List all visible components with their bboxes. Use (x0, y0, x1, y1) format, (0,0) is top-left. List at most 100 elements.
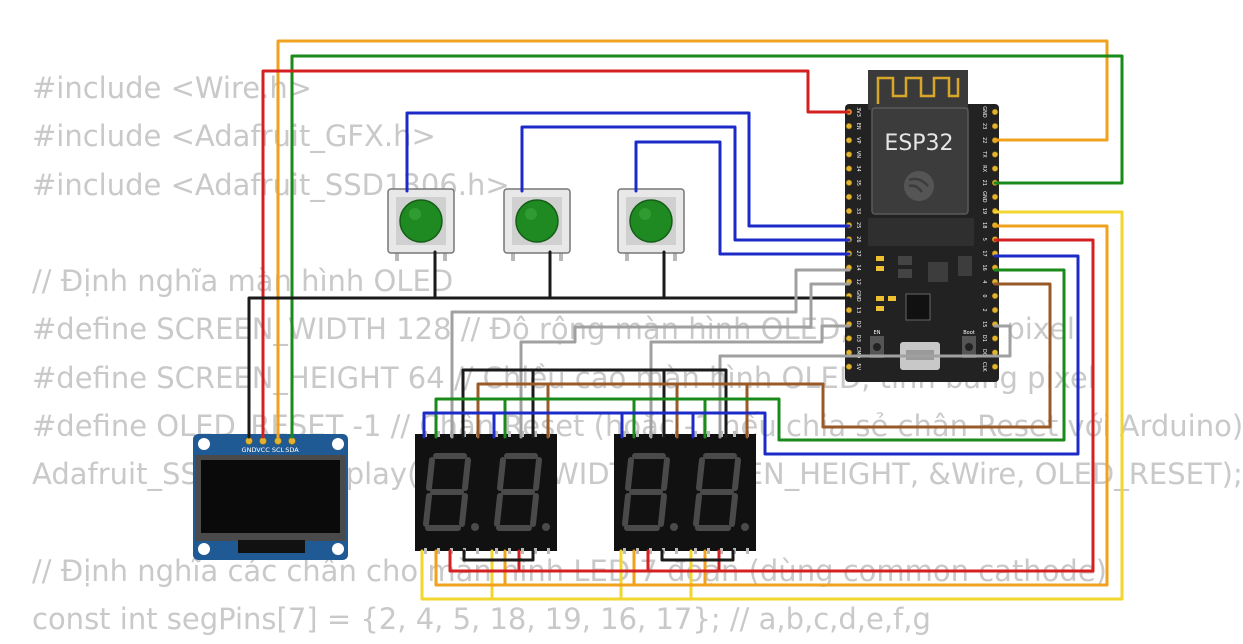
led-segment (661, 457, 670, 491)
seven-segment-display (415, 431, 486, 554)
display-pin (675, 548, 678, 554)
code-line: #define SCREEN_WIDTH 128 // Độ rộng màn … (32, 312, 1075, 347)
wire-segment-black-1 (461, 368, 728, 439)
display-pin (521, 548, 524, 554)
led-segment (696, 457, 705, 491)
smd-ic (898, 269, 912, 278)
esp32-pin-label: 2 (981, 309, 987, 312)
led-decimal-point (471, 523, 479, 531)
code-line: #include <Adafruit_GFX.h> (32, 119, 436, 154)
button-cap (629, 199, 673, 243)
espressif-swirl-icon (908, 177, 929, 193)
esp32-pin-label: EN (855, 123, 861, 130)
esp32-pin (845, 193, 853, 200)
en-label: EN (874, 330, 881, 336)
esp32-pin-label: 33 (855, 208, 861, 214)
seven-segment-display (614, 431, 685, 554)
esp32-pin (991, 307, 999, 314)
esp32-pin-label: 22 (981, 137, 987, 143)
wire-segment-black-bottom-b (660, 549, 735, 562)
esp32-pin-label: 27 (855, 250, 861, 256)
display-pin (437, 548, 440, 554)
esp32-pin-label: 17 (981, 250, 987, 256)
display-pin (476, 548, 479, 554)
display-pin (707, 548, 710, 554)
esp32-pin-label: GND (981, 106, 987, 118)
led-segment (622, 493, 631, 527)
esp32-pin (845, 207, 853, 215)
esp32-pin-label: 19 (981, 208, 987, 214)
button-highlight (409, 208, 421, 220)
display-pin (720, 548, 723, 554)
display-pin (547, 548, 550, 554)
esp32-pin (991, 123, 999, 130)
esp32-pin-label: 14 (855, 264, 861, 270)
led-segment (533, 457, 542, 491)
esp32-pin-label: 4 (981, 280, 987, 283)
button-leg (511, 249, 515, 261)
display-pin (424, 548, 427, 554)
esp32-pin-label: GND (981, 191, 987, 203)
mount-hole (198, 438, 210, 450)
led-segment (426, 457, 435, 491)
esp32-pin (991, 292, 999, 300)
esp32-pin (991, 335, 999, 342)
oled-screen (201, 460, 340, 533)
esp32-pin (991, 165, 999, 172)
espressif-logo-icon (904, 171, 934, 201)
oled-pin (259, 437, 267, 445)
esp32-pin-label: VN (855, 151, 861, 158)
wire-button3 (634, 140, 851, 256)
led-segment (625, 457, 634, 491)
smd-resistor (876, 306, 884, 311)
oled-pin-label: SCL (272, 446, 285, 454)
wire-segment-blue (422, 254, 1080, 456)
esp32-pin-label: 35 (855, 180, 861, 186)
oled-pin (245, 437, 253, 445)
esp32-pin-label: 26 (855, 236, 861, 242)
button-leg (625, 249, 629, 261)
esp32-pin (991, 151, 999, 158)
oled-pin (274, 437, 282, 445)
wires (247, 39, 1124, 601)
esp32-pin-label: 3V3 (855, 107, 861, 117)
esp32-pin-label: 15 (981, 321, 987, 327)
led-segment (658, 493, 667, 527)
esp32-pin-label: CMD (855, 347, 861, 359)
oled-pin-label: SDA (285, 446, 299, 454)
led-segment (530, 493, 539, 527)
button-leg (395, 249, 399, 261)
display-pin (636, 548, 639, 554)
code-line: // Định nghĩa màn hình OLED (32, 264, 454, 299)
display-pin (694, 548, 697, 554)
oled-pin-label: VCC (256, 446, 270, 454)
wire-segment-yellow (420, 210, 1124, 601)
esp32-pin-label: 13 (855, 307, 861, 313)
seven-segment-display (486, 431, 557, 554)
display-pin (623, 548, 626, 554)
esp32-pin-label: TX (981, 150, 987, 158)
wire-oled-scl (276, 39, 1109, 439)
display-pin (733, 431, 736, 437)
esp32-pin-label: RX (981, 165, 987, 172)
display-pin (437, 431, 440, 437)
esp32-pin-label: GND (855, 290, 861, 302)
button-highlight (639, 208, 651, 220)
wire-oled-gnd (247, 296, 851, 439)
wifi-antenna (868, 70, 968, 110)
board-area (868, 218, 974, 246)
esp32-pin-label: CLK (981, 362, 987, 372)
esp32-pin (991, 108, 999, 116)
esp32-pin-label: 34 (855, 165, 861, 171)
esp32-pin-label: 12 (855, 279, 861, 285)
led-segment (494, 493, 503, 527)
esp32-pin (845, 123, 853, 130)
mount-hole (332, 543, 344, 555)
led-segment (732, 457, 741, 491)
smd-ic (898, 256, 912, 265)
button-leg (673, 249, 677, 261)
led-segment (693, 493, 702, 527)
button-highlight (525, 208, 537, 220)
